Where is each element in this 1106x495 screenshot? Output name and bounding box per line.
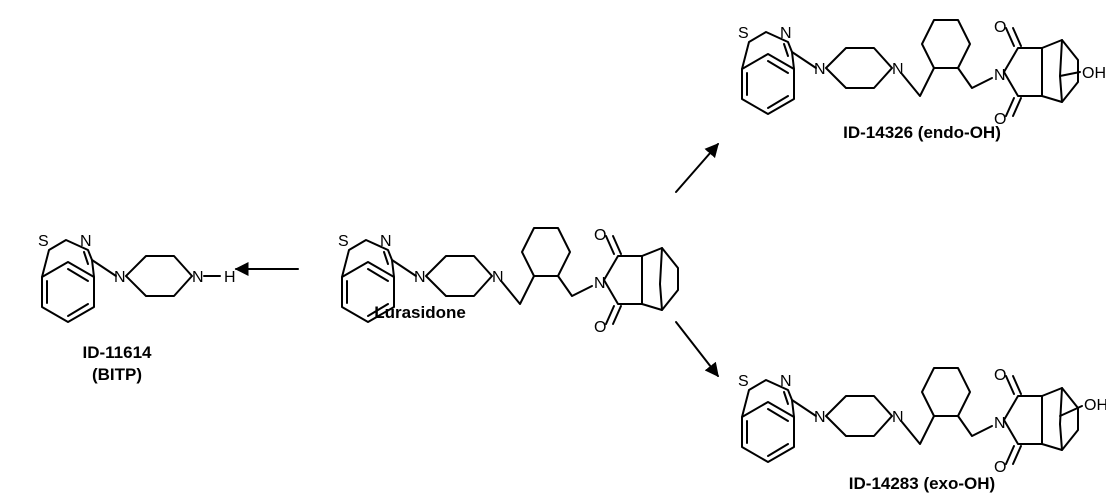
nitrogen-atom: N [414,269,426,286]
oxygen-atom: O [994,459,1006,476]
nitrogen-atom: N [994,415,1006,432]
exo-oh-structure: S N N N N O O OH [738,367,1106,476]
arrow-to-endo [675,142,719,193]
nitrogen-atom: N [780,25,792,42]
nitrogen-atom: N [594,275,606,292]
exo-oh-label: ID-14283 (exo-OH) [849,474,995,493]
lurasidone-label: Lurasidone [374,303,466,322]
hydroxyl-group: OH [1082,65,1106,82]
oxygen-atom: O [994,367,1006,384]
lurasidone-structure: S N N N N O O [338,227,679,336]
sulfur-atom: S [38,233,49,250]
bitp-alias-label: (BITP) [92,365,142,384]
oxygen-atom: O [594,227,606,244]
sulfur-atom: S [738,373,749,390]
nitrogen-atom: N [114,269,126,286]
nitrogen-atom: N [994,67,1006,84]
oxygen-atom: O [994,19,1006,36]
sulfur-atom: S [738,25,749,42]
hydrogen-atom: H [224,269,236,286]
nitrogen-atom: N [80,233,92,250]
endo-oh-label: ID-14326 (endo-OH) [843,123,1001,142]
oxygen-atom: O [994,111,1006,128]
nitrogen-atom: N [780,373,792,390]
bitp-label: ID-11614 [83,343,153,362]
nitrogen-atom: N [814,61,826,78]
sulfur-atom: S [338,233,349,250]
nitrogen-atom: N [892,409,904,426]
nitrogen-atom: N [380,233,392,250]
nitrogen-atom: N [892,61,904,78]
nitrogen-atom: N [492,269,504,286]
endo-oh-structure: S N N N N O O OH [738,19,1106,128]
nitrogen-atom: N [814,409,826,426]
oxygen-atom: O [594,319,606,336]
arrow-to-exo [675,321,719,378]
hydroxyl-group: OH [1084,397,1106,414]
bitp-structure: S N N N H [38,233,236,323]
nitrogen-atom: N [192,269,204,286]
